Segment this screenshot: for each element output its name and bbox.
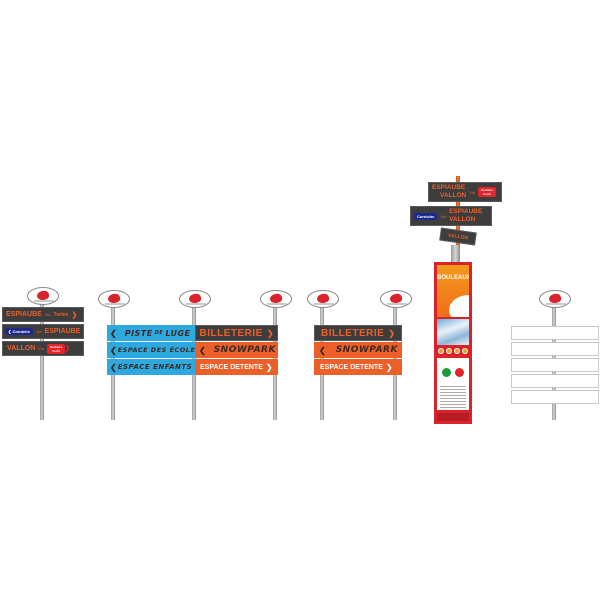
direction-sign-espace-detente: ESPACE DETENTE ❯ bbox=[195, 359, 278, 375]
arrow-right-icon: ❯ bbox=[388, 328, 396, 338]
kiosk-warning-footer bbox=[437, 413, 469, 421]
sign-label: SNOWPARK bbox=[335, 345, 398, 355]
sign-destination: ESPIAUBE bbox=[44, 328, 81, 335]
arrow-right-icon: ❯ bbox=[265, 362, 273, 372]
direction-sign-piste-de-luge: ❮ PISTE DE LUGE bbox=[107, 325, 195, 341]
arrow-left-icon: ❮ bbox=[110, 328, 117, 338]
pictogram-icon bbox=[454, 348, 460, 354]
sign-badge: Corniche bbox=[414, 212, 438, 220]
direction-sign-billeterie: BILLETERIE ❯ bbox=[195, 325, 278, 341]
direction-sign-espiaube-tortes: ESPIAUBE Via Tortes ❯ bbox=[2, 307, 84, 322]
badge-line-2: Forêt bbox=[52, 348, 60, 353]
kiosk-info-panel bbox=[437, 358, 469, 410]
arrow-left-icon: ❮ bbox=[8, 329, 12, 334]
direction-sign-espace-des-ecoles: ❮ ESPACE DES ÉCOLES bbox=[107, 342, 195, 358]
arrow-left-icon: ❮ bbox=[199, 345, 206, 355]
sign-destination: ESPIAUBE bbox=[6, 311, 42, 318]
sign-label: LUGE bbox=[165, 328, 191, 338]
green-status-icon bbox=[442, 368, 451, 377]
sign-line-1: ESPIAUBE bbox=[449, 208, 483, 215]
kiosk-text-block bbox=[440, 386, 466, 408]
pictogram-icon bbox=[446, 348, 452, 354]
resort-logo-icon bbox=[307, 290, 339, 308]
sign-via: Via bbox=[35, 329, 42, 334]
resort-logo-icon bbox=[380, 290, 412, 308]
sign-label: VALLON bbox=[447, 232, 469, 241]
blank-sign-board bbox=[511, 374, 599, 388]
sign-via: Via bbox=[440, 213, 447, 219]
arrow-right-icon: ❯ bbox=[71, 311, 78, 319]
arrow-left-icon: ❮ bbox=[319, 345, 326, 355]
resort-logo-icon bbox=[179, 290, 211, 308]
sign-line-1: ESPIAUBE bbox=[432, 184, 466, 191]
sign-label: ESPACE ENFANTS bbox=[117, 363, 193, 371]
blank-sign-board bbox=[511, 342, 599, 356]
badge-line-1: Sorbiers bbox=[49, 344, 63, 349]
kiosk-pictograms bbox=[437, 348, 469, 355]
fingerpost-corniche-espiaube-vallon: Corniche Via ESPIAUBE VALLON bbox=[410, 206, 492, 226]
sign-label-small: DE bbox=[154, 330, 164, 336]
red-status-icon bbox=[455, 368, 464, 377]
resort-logo-icon bbox=[260, 290, 292, 308]
sign-line-2: VALLON bbox=[440, 192, 467, 199]
sign-label: BILLETERIE bbox=[320, 327, 385, 339]
sign-via: Via bbox=[38, 346, 44, 351]
arrow-right-icon: ❯ bbox=[385, 362, 393, 372]
sign-label: SNOWPARK bbox=[213, 345, 276, 355]
direction-sign-espace-detente: ESPACE DETENTE ❯ bbox=[314, 359, 402, 375]
kiosk-header: BOULEAUX bbox=[437, 265, 469, 317]
arrow-right-icon: ❯ bbox=[65, 346, 71, 352]
badge-label: Corniche bbox=[12, 329, 30, 334]
blank-sign-board bbox=[511, 326, 599, 340]
badge-line-2: Forêt bbox=[483, 192, 491, 196]
direction-sign-snowpark: ❮ SNOWPARK bbox=[314, 342, 402, 358]
sign-label: ESPACE DETENTE bbox=[200, 363, 263, 371]
arrow-left-icon: ❮ bbox=[110, 362, 117, 372]
fingerpost-vallon: VALLON bbox=[439, 227, 477, 246]
sign-badge: ❮ Corniche bbox=[5, 328, 33, 335]
pictogram-icon bbox=[462, 348, 468, 354]
sign-label: PISTE bbox=[124, 328, 153, 338]
sign-via: Via bbox=[469, 189, 475, 195]
sign-via: Via bbox=[44, 312, 51, 317]
sign-label: BILLETERIE bbox=[199, 327, 263, 339]
sign-label: ESPACE DES ÉCOLES bbox=[117, 346, 195, 354]
direction-sign-billeterie: BILLETERIE ❯ bbox=[314, 325, 402, 341]
sign-label: ESPACE DETENTE bbox=[320, 363, 383, 371]
sign-destination: VALLON bbox=[7, 345, 36, 352]
info-kiosk-panel: BOULEAUX bbox=[434, 262, 472, 424]
resort-logo-icon bbox=[539, 290, 571, 308]
direction-sign-espace-enfants: ❮ ESPACE ENFANTS bbox=[107, 359, 195, 375]
sign-pole bbox=[40, 300, 44, 420]
resort-logo-icon bbox=[27, 287, 59, 305]
kiosk-mount bbox=[451, 245, 460, 265]
blank-sign-board bbox=[511, 358, 599, 372]
arrow-left-icon: ❮ bbox=[110, 345, 117, 355]
kiosk-title: BOULEAUX bbox=[437, 275, 469, 281]
direction-sign-corniche-espiaube: ❮ Corniche Via ESPIAUBE bbox=[2, 324, 84, 339]
direction-sign-snowpark: ❮ SNOWPARK bbox=[195, 342, 278, 358]
arrow-right-icon: ❯ bbox=[266, 328, 274, 338]
pictogram-icon bbox=[438, 348, 444, 354]
badge-line-1: Sorbiers bbox=[480, 188, 494, 192]
sign-line-2: VALLON bbox=[449, 216, 476, 223]
sign-badge: Tortes bbox=[53, 311, 69, 318]
blank-sign-board bbox=[511, 390, 599, 404]
kiosk-snow-photo bbox=[437, 319, 469, 345]
resort-logo-icon bbox=[98, 290, 130, 308]
